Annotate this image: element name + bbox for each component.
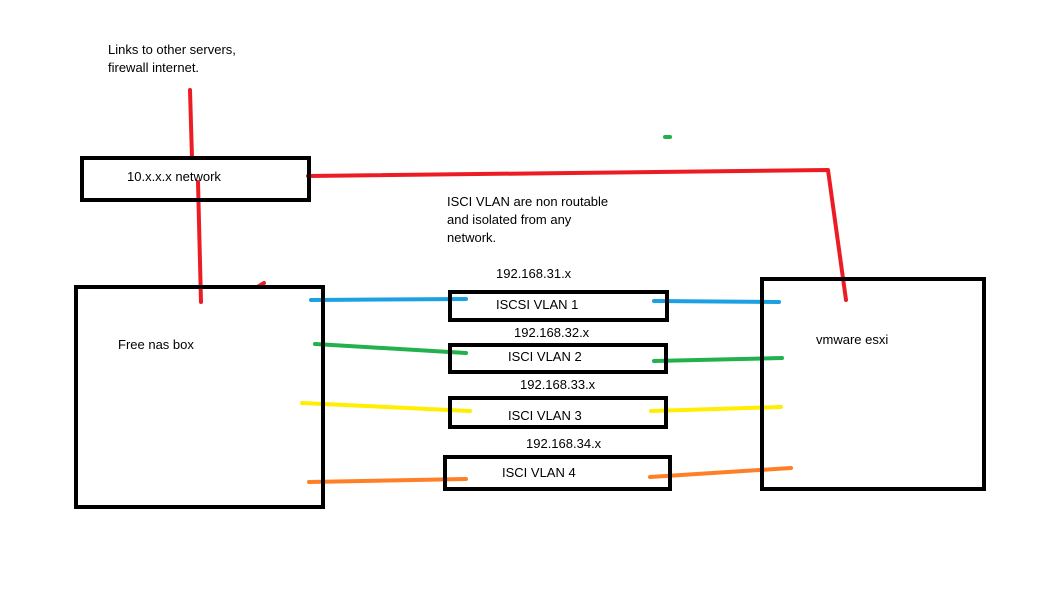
isolation-note-line-2: and isolated from any [447,212,572,227]
vlan-3-left-link [300,401,472,413]
isolation-note-line-1: ISCI VLAN are non routable [447,194,609,209]
nas-box [74,285,325,509]
esxi-box [760,277,986,491]
esxi-box-label: vmware esxi [816,332,889,347]
vlan-3-right-link [649,405,783,413]
vlan-1-right-link [652,299,781,304]
uplink-note-line-1: Links to other servers, [108,42,236,57]
nas-box-label: Free nas box [118,337,194,352]
vlan-1-label: ISCSI VLAN 1 [496,297,579,312]
vlan-1-box [448,290,669,322]
network-box-label: 10.x.x.x network [127,169,221,184]
uplink-note-line-2: firewall internet. [108,60,200,75]
vlan-3-box [448,396,668,429]
isolation-note-line-3: network. [447,230,497,245]
vlan-4-left-link [307,477,468,484]
uplink-line [188,88,194,160]
vlan-3-subnet: 192.168.33.x [520,377,596,392]
vlan-2-subnet: 192.168.32.x [514,325,590,340]
vlan-1-left-link [309,297,468,302]
vlan-4-box [443,455,672,491]
vlan-4-label: ISCI VLAN 4 [502,465,576,480]
network-to-nas-line [196,180,203,304]
vlan-2-label: ISCI VLAN 2 [508,349,582,364]
vlan-3-label: ISCI VLAN 3 [508,408,582,423]
vlan-4-right-link [648,466,793,479]
vlan-2-box [448,343,668,374]
network-box [80,156,311,202]
vlan-2-left-link [313,342,468,355]
network-to-esxi-line [306,168,848,302]
vlan-1-subnet: 192.168.31.x [496,266,572,281]
vlan-4-subnet: 192.168.34.x [526,436,602,451]
